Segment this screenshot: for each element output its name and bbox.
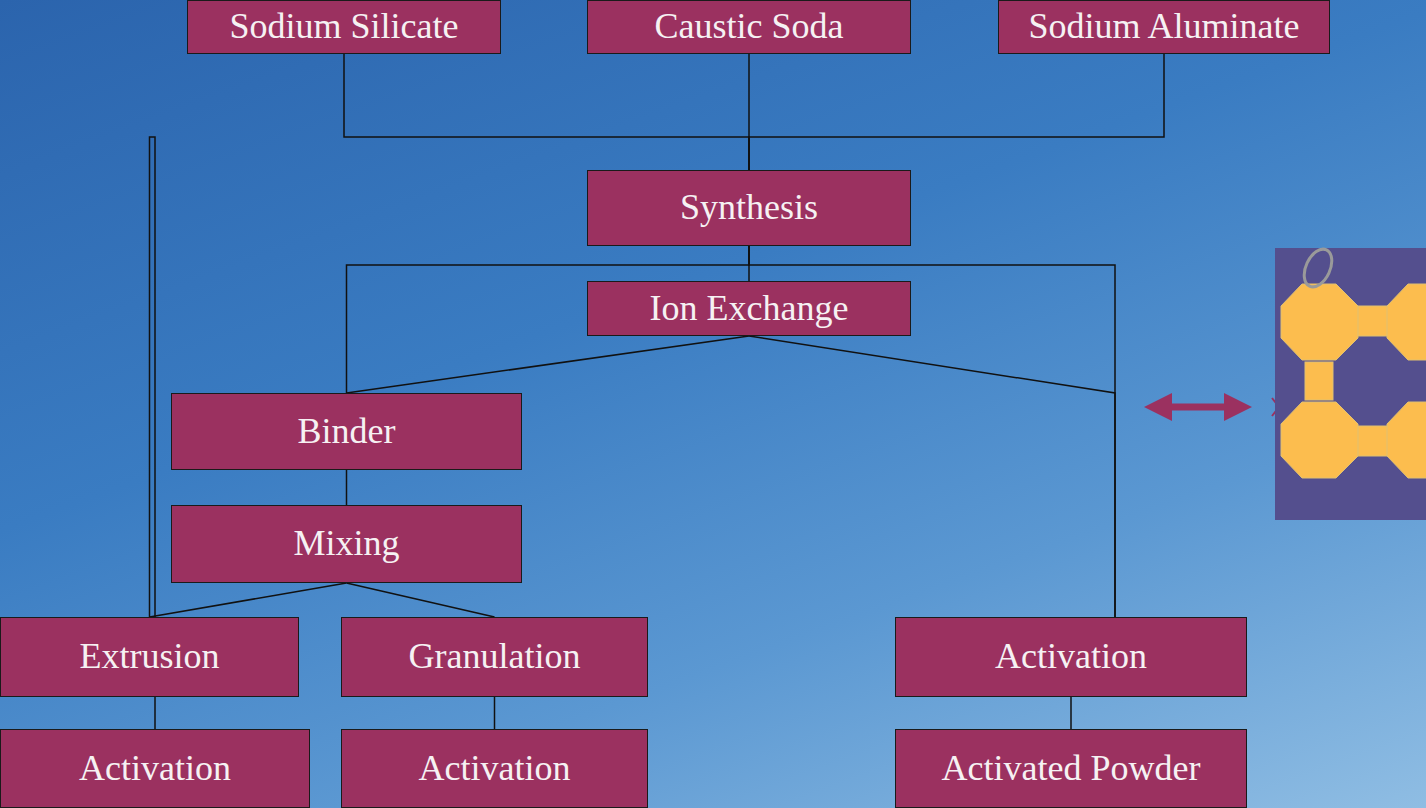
box-label: Synthesis: [680, 188, 818, 228]
process-box: Sodium Aluminate: [998, 0, 1330, 54]
box-label: Activation: [79, 749, 231, 789]
box-label: Sodium Silicate: [230, 7, 459, 47]
box-label: Activation: [995, 637, 1147, 677]
process-box: Binder: [171, 393, 522, 470]
process-box: Ion Exchange: [587, 281, 911, 336]
flow-line: [344, 54, 749, 170]
box-label: Sodium Aluminate: [1028, 7, 1299, 47]
box-label: Extrusion: [80, 637, 220, 677]
box-label: Activation: [419, 749, 571, 789]
flow-line: [494, 697, 496, 729]
flow-line: [347, 583, 495, 617]
ring-symbol: [1299, 245, 1338, 291]
box-label: Binder: [298, 412, 396, 452]
process-box: Granulation: [341, 617, 648, 697]
box-label: Granulation: [409, 637, 581, 677]
flow-line: [150, 583, 347, 617]
process-box: Activation: [0, 729, 310, 808]
process-box: Activated Powder: [895, 729, 1247, 808]
flow-line: [749, 54, 1164, 170]
box-label: Activated Powder: [942, 749, 1201, 789]
flow-line: [749, 336, 1115, 617]
process-box: Caustic Soda: [587, 0, 911, 54]
flow-line: [346, 470, 348, 505]
process-box: Activation: [341, 729, 648, 808]
box-label: Ion Exchange: [650, 289, 849, 329]
double-arrow: [1158, 404, 1238, 411]
zeolite-structure: [1281, 284, 1426, 478]
process-box: Extrusion: [0, 617, 299, 697]
process-box: Synthesis: [587, 170, 911, 246]
process-box: Activation: [895, 617, 1247, 697]
process-box: Mixing: [171, 505, 522, 583]
flow-line: [347, 336, 750, 393]
flow-line: [1070, 697, 1072, 729]
box-label: Caustic Soda: [655, 7, 844, 47]
process-box: Sodium Silicate: [187, 0, 501, 54]
box-label: Mixing: [293, 524, 399, 564]
